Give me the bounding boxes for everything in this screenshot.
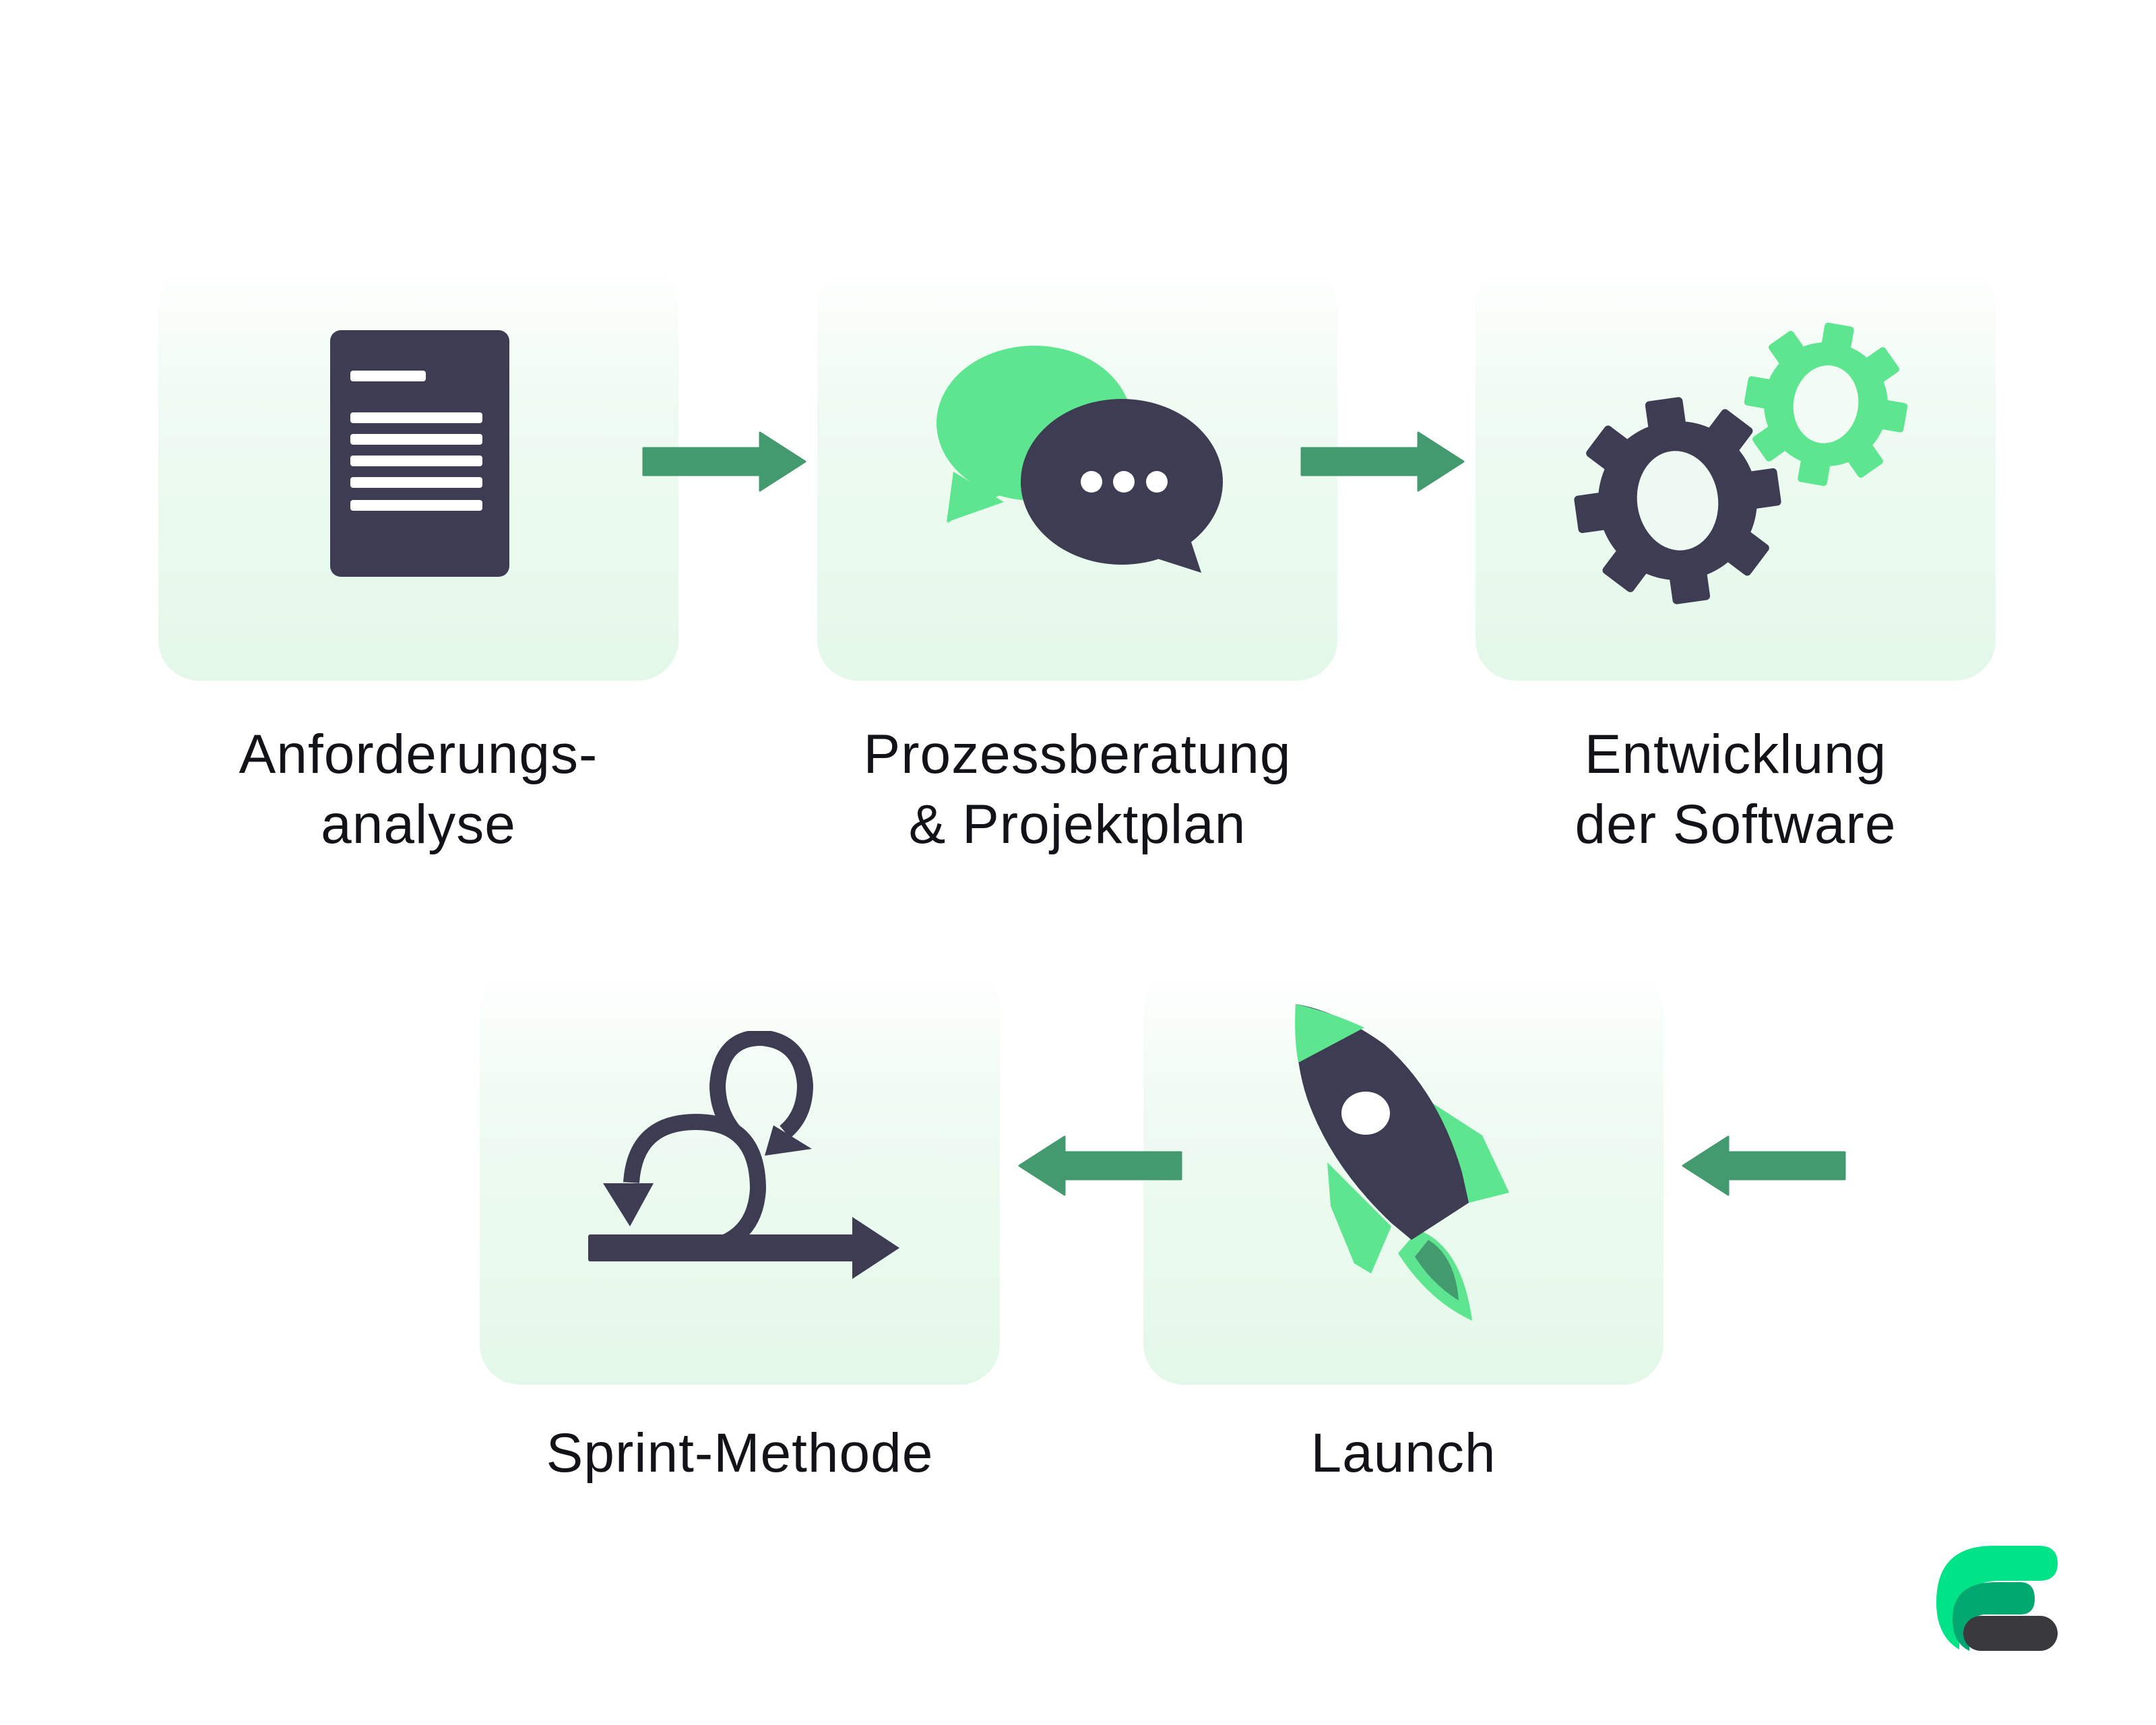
step-label-line: Entwicklung <box>1584 724 1887 785</box>
arrow-right-icon <box>1300 431 1465 492</box>
brand-logo-icon <box>1936 1546 2058 1651</box>
step-label-entwicklung: Entwicklung der Software <box>1432 720 2039 860</box>
sprint-cycle-icon <box>588 1031 899 1279</box>
rocket-icon <box>1295 1004 1509 1321</box>
arrow-left-icon <box>1018 1135 1182 1196</box>
step-label-line: analyse <box>321 794 516 855</box>
gears-icon <box>1574 322 1908 604</box>
step-label-launch: Launch <box>1100 1418 1707 1488</box>
chat-bubbles-icon <box>937 346 1223 573</box>
document-icon <box>330 330 509 577</box>
step-label-line: Sprint-Methode <box>546 1422 934 1484</box>
arrow-right-icon <box>642 431 806 492</box>
step-label-prozessberatung: Prozessberatung & Projektplan <box>774 720 1381 860</box>
arrow-left-icon <box>1682 1135 1846 1196</box>
step-label-line: & Projektplan <box>908 794 1246 855</box>
step-label-sprint: Sprint-Methode <box>437 1418 1043 1488</box>
step-label-line: Anforderungs- <box>239 724 598 785</box>
step-label-anforderungsanalyse: Anforderungs- analyse <box>115 720 722 860</box>
step-label-line: der Software <box>1575 794 1897 855</box>
step-label-line: Prozessberatung <box>863 724 1292 785</box>
step-label-line: Launch <box>1310 1422 1496 1484</box>
